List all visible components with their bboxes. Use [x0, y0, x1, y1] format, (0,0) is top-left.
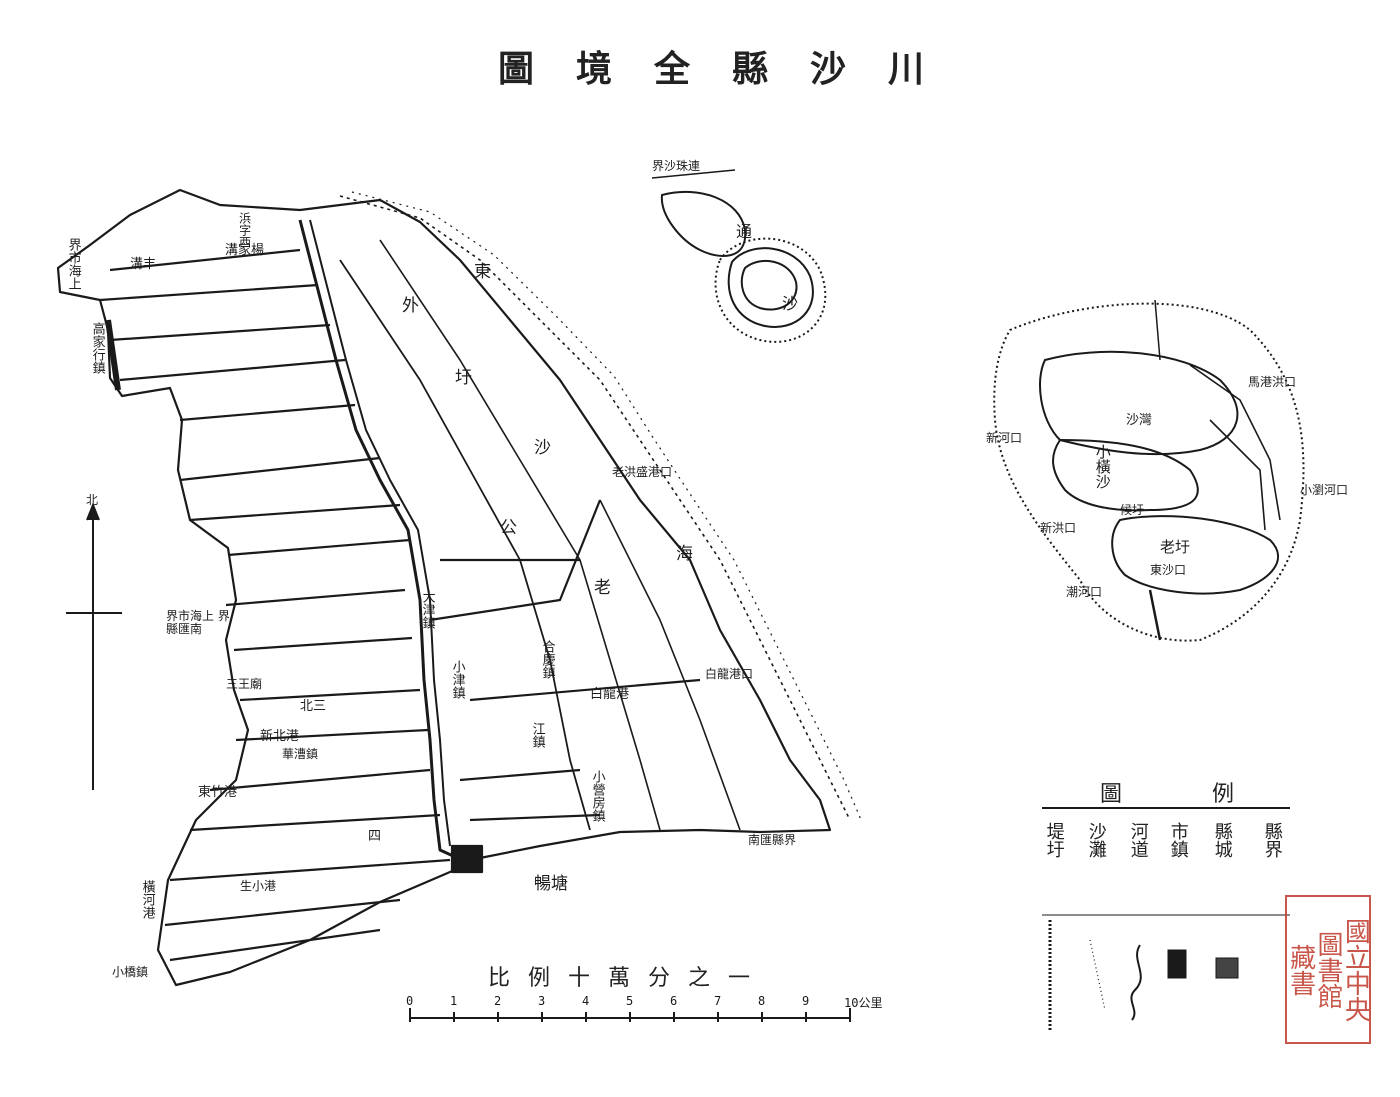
- map-label: 海: [676, 544, 693, 564]
- legend-item: 堤圩: [1043, 822, 1065, 858]
- map-label: 老洪盛港口: [612, 465, 673, 479]
- scale-tick: 7: [714, 994, 722, 1008]
- compass-north-label: 北: [86, 493, 99, 507]
- map-label: 白龍港口: [705, 667, 754, 681]
- legend-item: 市鎮: [1167, 822, 1189, 858]
- inset-right-label: 東沙口: [1150, 563, 1187, 577]
- legend-header: 圖例: [1100, 782, 1325, 807]
- scale-tick: 3: [538, 994, 546, 1008]
- scale-tick: 9: [802, 994, 810, 1008]
- seal-line: 國立中央: [1340, 917, 1371, 1022]
- map-label: 四: [368, 829, 382, 844]
- map-label: 東: [474, 262, 491, 282]
- inset-right-label: 候圩: [1120, 503, 1145, 517]
- map-label: 小營房鎮: [589, 770, 605, 822]
- scale-tick: 1: [450, 994, 458, 1008]
- legend-item: 河道: [1127, 822, 1149, 858]
- inset-right-label: 潮河口: [1066, 585, 1103, 599]
- county-outline: [56, 188, 832, 987]
- map-label: 小橋鎮: [112, 965, 149, 979]
- map-label: 沙: [534, 438, 551, 458]
- legend-item: 縣界: [1261, 822, 1283, 858]
- library-seal: 國立中央 圖書館 藏書: [1285, 895, 1371, 1044]
- map-label: 白龍港: [590, 687, 630, 702]
- inset-right-label: 馬港洪口: [1248, 375, 1297, 389]
- scale-tick: 0: [406, 994, 414, 1008]
- scale-tick: 8: [758, 994, 766, 1008]
- legend-item: 沙灘: [1085, 822, 1107, 858]
- map-label: 南匯縣界: [748, 833, 797, 847]
- scale-tick: 10公里: [844, 996, 883, 1010]
- inset-right-label: 小橫沙: [1093, 444, 1112, 489]
- inset-right-label: 老圩: [1160, 538, 1191, 556]
- map-label: 合慶鎮: [539, 640, 555, 679]
- map-label: 東竹港: [198, 785, 238, 800]
- map-label: 江鎮: [529, 722, 545, 748]
- inset-right-label: 新洪口: [1040, 521, 1077, 535]
- seal-line: 圖書館: [1312, 930, 1343, 1009]
- map-label: 浜字西: [237, 212, 252, 248]
- scale-tick: 2: [494, 994, 502, 1008]
- scale-title: 比例十萬分之一: [488, 966, 769, 991]
- map-label: 橫河港: [139, 880, 155, 919]
- map-label: 北三: [300, 699, 327, 714]
- map-label: 高家行鎮: [89, 322, 105, 374]
- inset-top-label: 沙: [782, 294, 799, 313]
- map-label: 暢塘: [534, 874, 568, 894]
- map-label: 小津鎮: [449, 660, 465, 699]
- legend-item: 縣城: [1211, 822, 1233, 858]
- seal-line: 藏書: [1285, 943, 1316, 996]
- map-label: 溝家楊: [225, 243, 265, 258]
- map-label: 界市海上: [65, 238, 81, 290]
- scale-tick: 4: [582, 994, 590, 1008]
- map-label: 溝丰: [130, 257, 157, 272]
- map-label: 華漕鎮: [282, 747, 319, 761]
- scale-tick: 6: [670, 994, 678, 1008]
- map-label: 老: [594, 578, 611, 598]
- inset-top-label: 界沙珠連: [652, 159, 701, 173]
- map-label: 大津鎮: [419, 590, 435, 629]
- map-label: 三王廟: [226, 677, 263, 691]
- map-label: 界市海上 界縣匯南: [166, 609, 230, 636]
- map-label: 圩: [455, 368, 472, 388]
- main-canal: [298, 219, 463, 862]
- inset-right-label: 沙灣: [1126, 413, 1153, 428]
- scale-tick: 5: [626, 994, 634, 1008]
- inset-right-label: 小瀏河口: [1300, 483, 1349, 497]
- inset-right-label: 新河口: [986, 431, 1023, 445]
- map-label: 新北港: [260, 729, 300, 744]
- page-title: 圖境全縣沙川: [498, 48, 967, 90]
- map-label: 生小港: [240, 879, 277, 893]
- map-label: 公: [500, 518, 517, 538]
- coast-line: [339, 195, 851, 821]
- map-label: 外: [402, 296, 419, 316]
- inset-top-label: 通: [736, 222, 753, 241]
